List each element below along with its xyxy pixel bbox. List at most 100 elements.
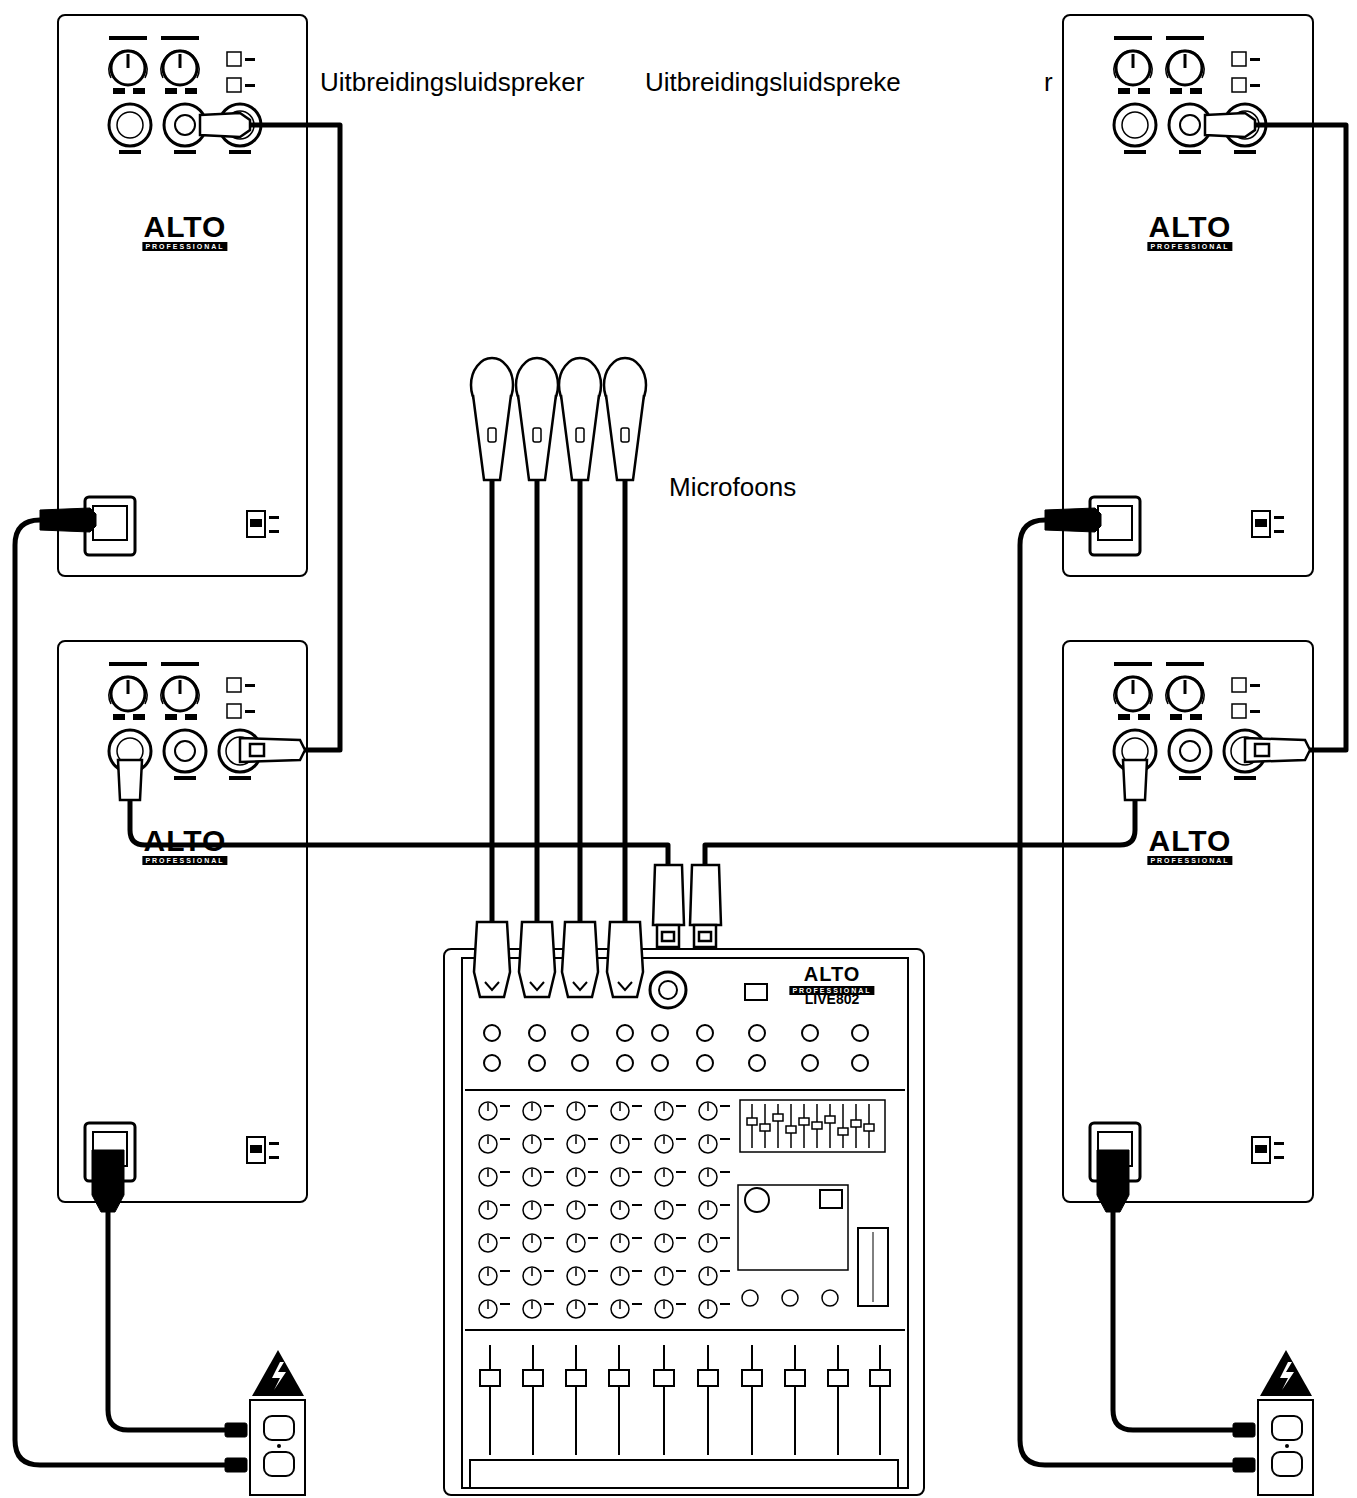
mixer-details <box>760 1124 770 1131</box>
speaker-plugs <box>653 865 684 925</box>
mixer-details <box>782 1290 798 1306</box>
speaker-plugs <box>662 932 674 941</box>
mixer-details <box>764 1104 766 1148</box>
mixer-details <box>697 1025 713 1041</box>
mixer-details <box>654 1370 674 1386</box>
speaker-cable-ends <box>130 125 1314 845</box>
speaker-plugs <box>1205 113 1255 137</box>
mixer-details <box>740 1100 885 1152</box>
mixer-details <box>790 1104 792 1148</box>
mixer-details <box>838 1128 848 1135</box>
power-plugs <box>1233 1458 1255 1472</box>
power-cords <box>108 1210 232 1430</box>
brand-subtitle: PROFESSIONAL <box>142 242 227 251</box>
speaker-plugs <box>200 113 250 137</box>
mixer-details <box>822 1290 838 1306</box>
mixer-details <box>786 1126 796 1133</box>
mixer-details <box>852 1025 868 1041</box>
mixer-details <box>617 1025 633 1041</box>
brand-logo: ALTO <box>804 964 861 984</box>
speaker-plugs <box>240 738 305 762</box>
mixer-details <box>851 1120 861 1127</box>
microphones <box>604 358 646 480</box>
speaker-plugs <box>699 932 711 941</box>
mixer-details <box>802 1025 818 1041</box>
mixer-details <box>745 1188 769 1212</box>
mic-plugs <box>474 922 510 997</box>
speaker-details <box>1090 662 1284 1181</box>
power-plugs <box>225 1458 247 1472</box>
mixer-details <box>470 1095 735 1325</box>
mixer-details <box>751 1104 753 1148</box>
power-plugs <box>225 1423 247 1437</box>
mixer-details <box>462 958 908 1488</box>
speaker-plugs <box>1123 760 1147 800</box>
brand-subtitle: PROFESSIONAL <box>1147 856 1232 865</box>
mic-cables <box>623 480 628 925</box>
mixer-details <box>707 1345 709 1455</box>
mixer-details <box>812 1122 822 1129</box>
mixer-details <box>529 1025 545 1041</box>
speaker-plugs <box>118 760 142 800</box>
mixer-details <box>799 1118 809 1125</box>
model-name: LIVE802 <box>805 992 859 1006</box>
microphones <box>471 358 646 480</box>
speaker-plugs <box>118 113 1310 947</box>
mixer-details <box>785 1370 805 1386</box>
speaker-plugs <box>1245 738 1310 762</box>
mixer-details <box>749 1025 765 1041</box>
speaker-box: ALTOPROFESSIONAL <box>57 14 308 577</box>
mixer-details <box>523 1370 543 1386</box>
mixer-details <box>777 1104 779 1148</box>
mixer-details <box>738 1185 848 1270</box>
audio-cable <box>308 845 668 948</box>
power-plugs <box>1045 508 1101 532</box>
mixer-details <box>529 1055 545 1071</box>
brand-logo: ALTO <box>1149 826 1232 856</box>
mixer-details <box>751 1345 753 1455</box>
microphones <box>559 358 601 480</box>
mixer-details <box>747 1118 757 1125</box>
mic-plugs <box>519 922 555 997</box>
speaker-cable-ends <box>240 123 308 128</box>
mixer-details <box>852 1055 868 1071</box>
mixer-details <box>490 1345 880 1455</box>
outlets <box>250 1350 305 1495</box>
mixer-details <box>465 1329 905 1331</box>
speaker-label: r <box>1044 69 1053 95</box>
mixer-details <box>825 1116 835 1123</box>
power-cords <box>15 520 232 1465</box>
speaker-box: ALTOPROFESSIONAL <box>57 640 308 1203</box>
mixer-details <box>609 1370 629 1386</box>
mixer-details <box>742 1290 758 1306</box>
brand-logo: ALTO <box>144 826 227 856</box>
mixer-details <box>747 1114 874 1135</box>
mixer-details <box>465 1089 905 1091</box>
brand-logo: ALTO <box>1149 212 1232 242</box>
mixer-details <box>659 981 677 999</box>
mixer-details <box>617 1055 633 1071</box>
outlets <box>1258 1350 1313 1495</box>
mixer-details <box>773 1114 783 1121</box>
mixer-details <box>837 1345 839 1455</box>
mic-plugs <box>562 922 598 997</box>
mic-cables <box>490 480 495 925</box>
mixer-details <box>829 1104 831 1148</box>
mixer-details <box>752 1104 869 1148</box>
speaker-details <box>85 662 279 1181</box>
mic-cables <box>492 480 625 925</box>
mixer-details <box>470 1460 898 1488</box>
mixer-details <box>742 1370 762 1386</box>
speaker-label: Uitbreidingsluidspreke <box>645 69 901 95</box>
speaker-plugs <box>690 865 721 925</box>
power-plugs <box>40 508 1255 1472</box>
mixer-details <box>828 1370 848 1386</box>
power-plugs <box>1097 1150 1129 1212</box>
power-cords <box>1113 1210 1240 1430</box>
mixer-details <box>698 1370 718 1386</box>
mixer-details <box>650 972 686 1008</box>
mixer-details <box>820 1190 842 1208</box>
